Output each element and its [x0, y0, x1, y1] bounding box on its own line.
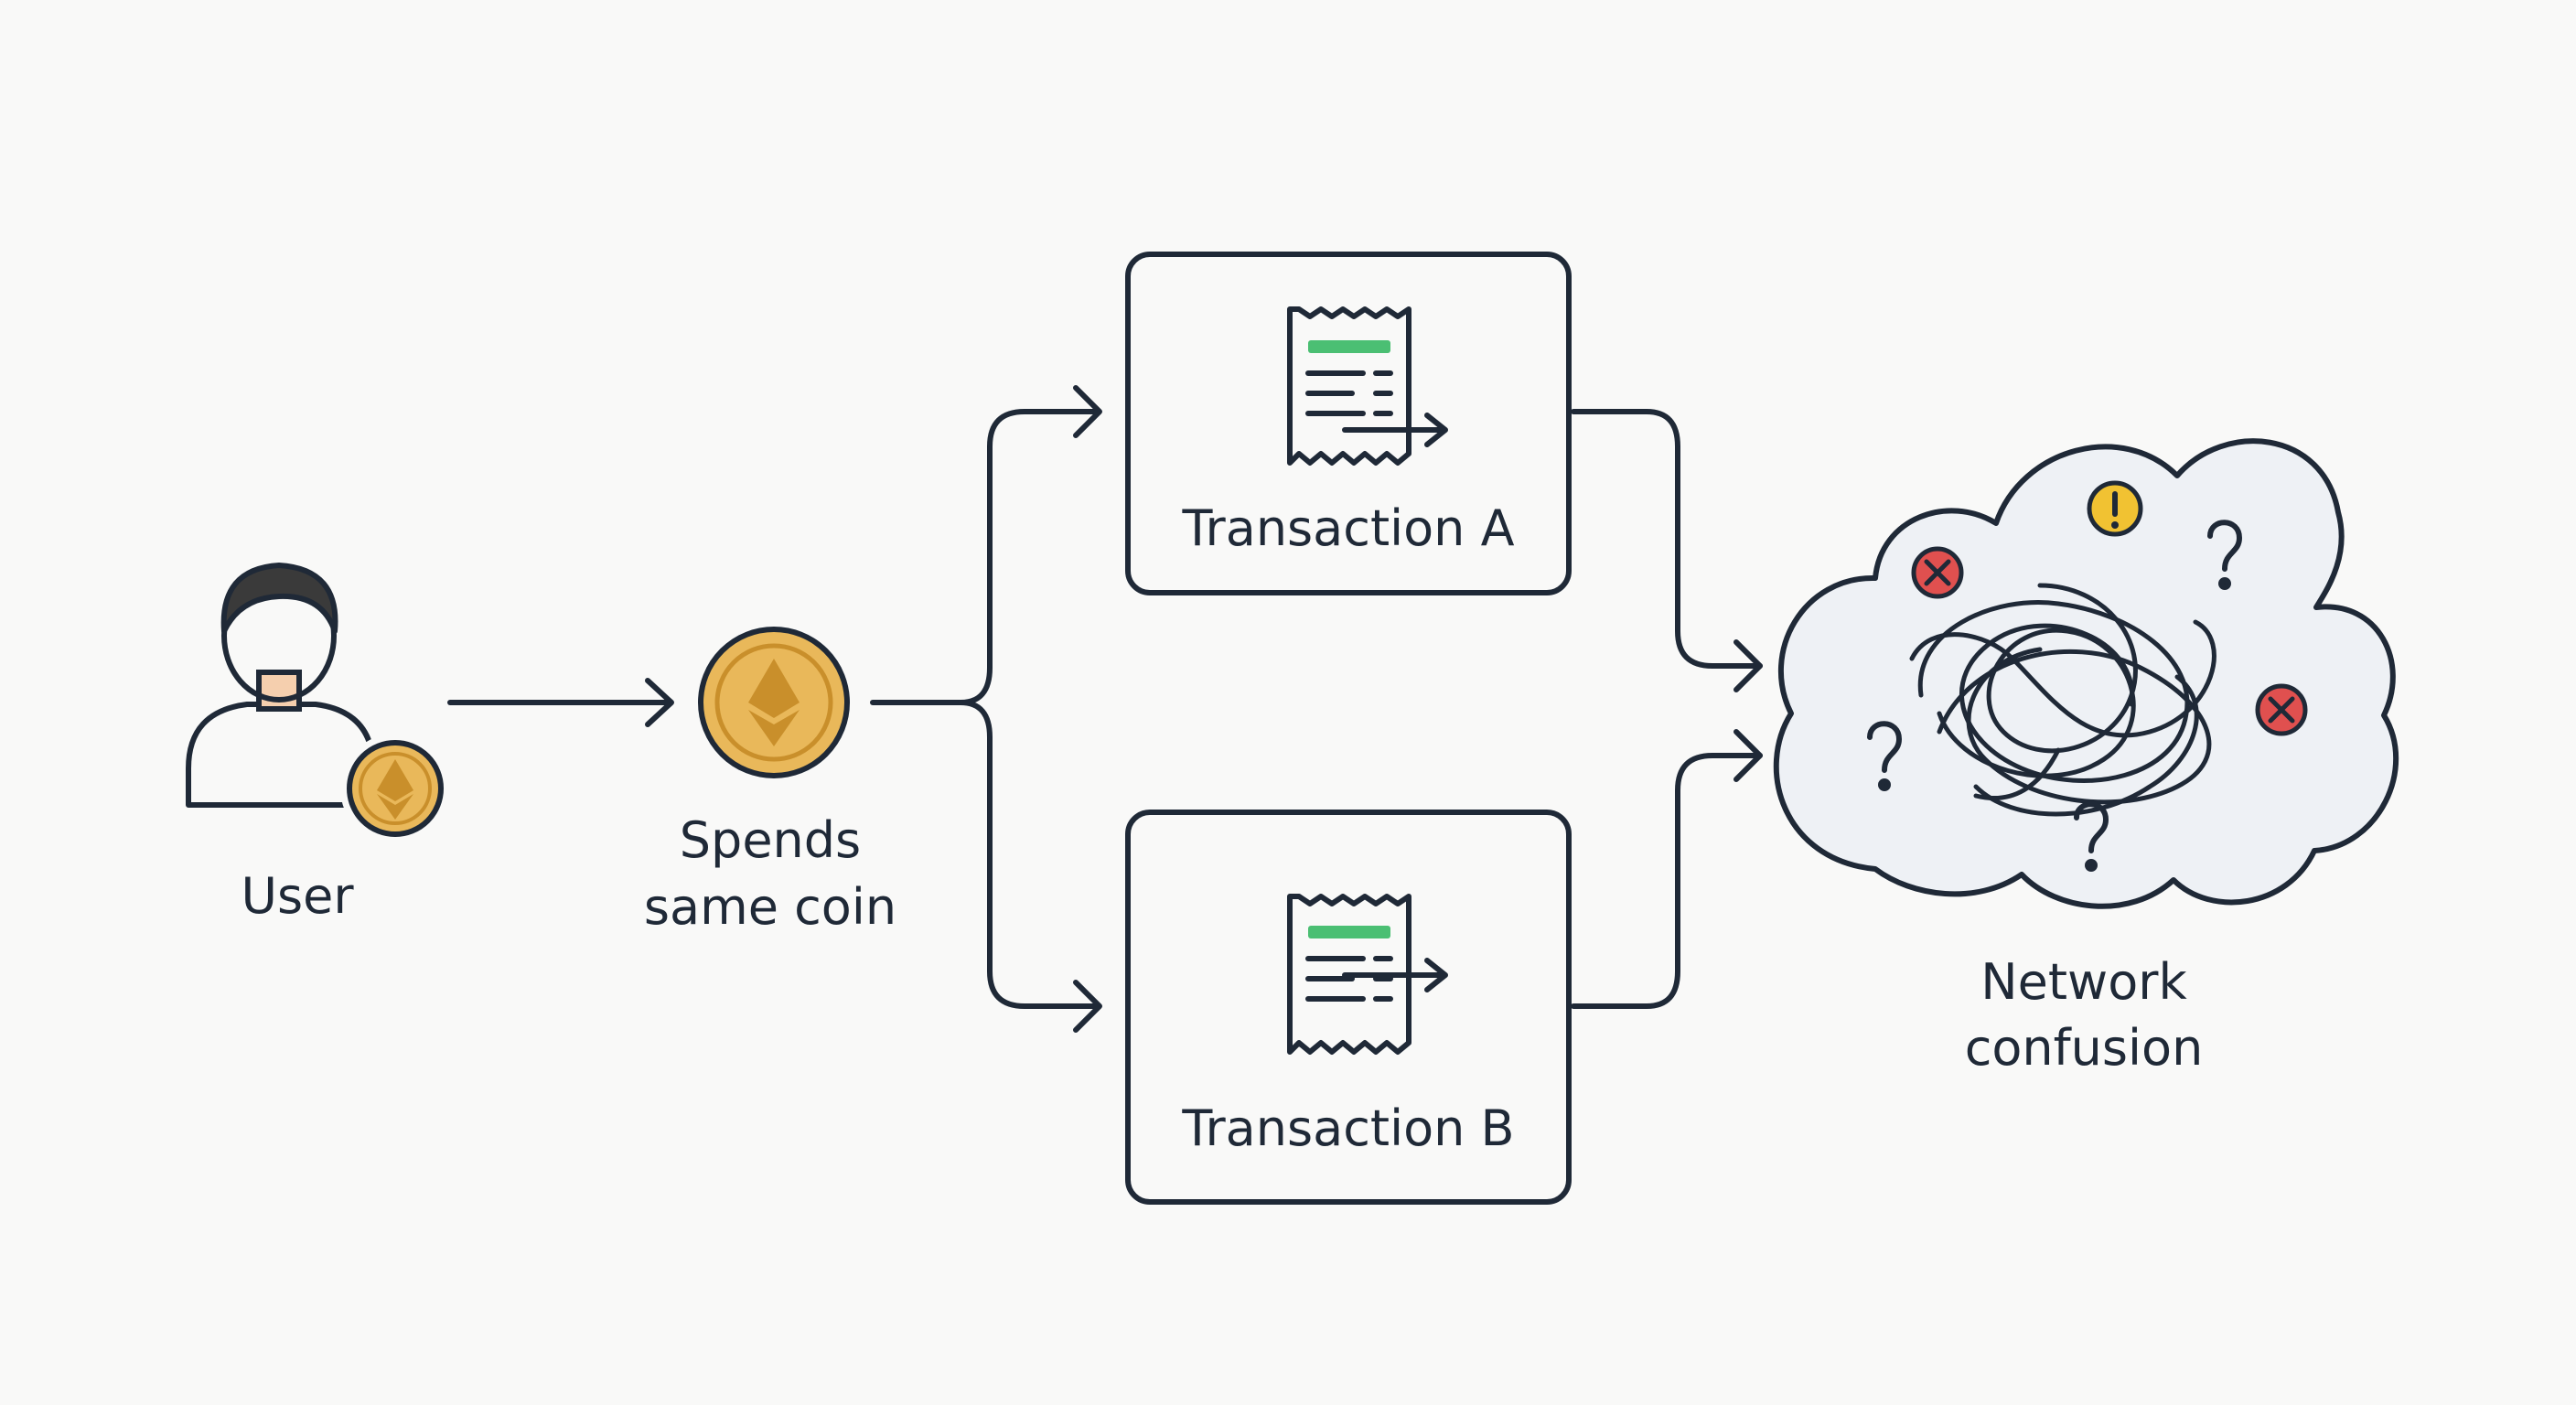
error-x-icon — [1911, 546, 1964, 599]
tangle-scribble — [1909, 583, 2216, 817]
network-label-line2: confusion — [1965, 1019, 2204, 1077]
error-x-icon — [2255, 683, 2308, 736]
transaction-a-label: Transaction A — [1181, 499, 1514, 557]
question-mark-icon — [2074, 801, 2109, 872]
merge-connectors — [1571, 409, 1763, 1009]
spend-label-line1: Spends — [680, 811, 861, 869]
network-cloud-icon — [1773, 438, 2399, 909]
transaction-b-box: Transaction B — [1125, 810, 1572, 1205]
warning-exclamation-icon — [2087, 480, 2143, 537]
receipt-transfer-icon — [1287, 894, 1448, 1055]
transaction-a-box: Transaction A — [1125, 252, 1572, 595]
network-node: Network confusion — [1773, 438, 2399, 1077]
user-coin-icon — [340, 734, 450, 843]
receipt-transfer-icon — [1287, 306, 1448, 466]
fork-connectors — [870, 385, 1102, 1033]
network-label-line1: Network — [1980, 953, 2187, 1011]
question-mark-icon — [1867, 721, 1903, 791]
user-node: User — [186, 563, 450, 925]
user-label: User — [241, 867, 354, 925]
spend-label-line2: same coin — [644, 878, 896, 936]
transaction-b-label: Transaction B — [1181, 1099, 1514, 1157]
arrow-user-to-coin — [447, 678, 674, 727]
question-mark-icon — [2207, 520, 2243, 590]
coin-node: Spends same coin — [644, 627, 896, 936]
ethereum-coin-icon — [698, 627, 850, 778]
